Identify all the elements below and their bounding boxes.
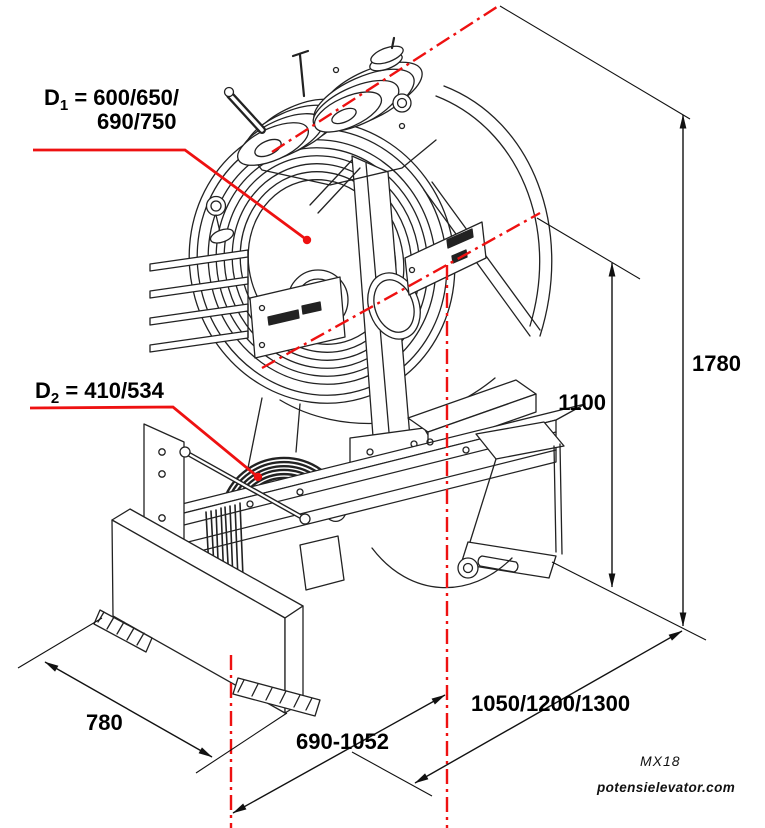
- brake-assembly-right: [312, 36, 423, 133]
- machine-body: [93, 36, 586, 717]
- tie-rod: [179, 446, 311, 525]
- base-foot-left: [93, 609, 153, 653]
- rope-guard-plate-left: [249, 276, 346, 359]
- leader-d2: [29, 405, 259, 479]
- leader-d2-arrow-dot: [253, 472, 263, 482]
- dim-label-690-1052: 690-1052: [296, 729, 389, 754]
- bracket-foot: [460, 541, 557, 579]
- dim-line-690-1052: [232, 694, 446, 814]
- ext-line-780-left: [17, 617, 103, 669]
- dim-line-1050-1200-1300: [414, 630, 683, 784]
- ext-line-780-right: [195, 712, 288, 774]
- dim-label-1100: 1100: [558, 390, 606, 415]
- centerline-sheave-axis: [261, 211, 541, 370]
- dim-label-780: 780: [86, 710, 123, 735]
- ext-line-floor: [551, 561, 707, 641]
- column-opening: [367, 272, 421, 340]
- eyebolt-right: [392, 93, 412, 113]
- leader-d1: [33, 148, 308, 242]
- model-code: MX18: [640, 753, 681, 769]
- ext-line-top-1780: [499, 5, 691, 120]
- ext-line-left-foot: [351, 751, 433, 797]
- d1-label: D1 = 600/650/: [44, 85, 179, 114]
- d2-label: D2 = 410/534: [35, 378, 164, 407]
- lifting-eyebolt: [205, 195, 235, 244]
- ext-line-top-1100: [536, 217, 641, 280]
- base-beam: [111, 508, 304, 714]
- dim-line-780: [44, 661, 213, 758]
- middle-support: [299, 535, 345, 591]
- website-watermark: potensielevator.com: [597, 780, 736, 795]
- motor-underside: [247, 397, 301, 469]
- leader-d1-arrow-dot: [302, 235, 312, 245]
- dim-label-1050-1200-1300: 1050/1200/1300: [471, 691, 631, 716]
- dim-label-1780: 1780: [692, 351, 741, 376]
- drum-guard-arc: [371, 547, 513, 589]
- cooling-fins: [149, 249, 249, 353]
- dimension-lines: [17, 5, 707, 814]
- centerline-brake-axis: [271, 3, 501, 154]
- support-bracket-right: [460, 421, 565, 579]
- d1-label-line2: 690/750: [97, 109, 177, 134]
- leader-lines: [29, 148, 312, 482]
- rope-guard-plate-right: [404, 221, 487, 296]
